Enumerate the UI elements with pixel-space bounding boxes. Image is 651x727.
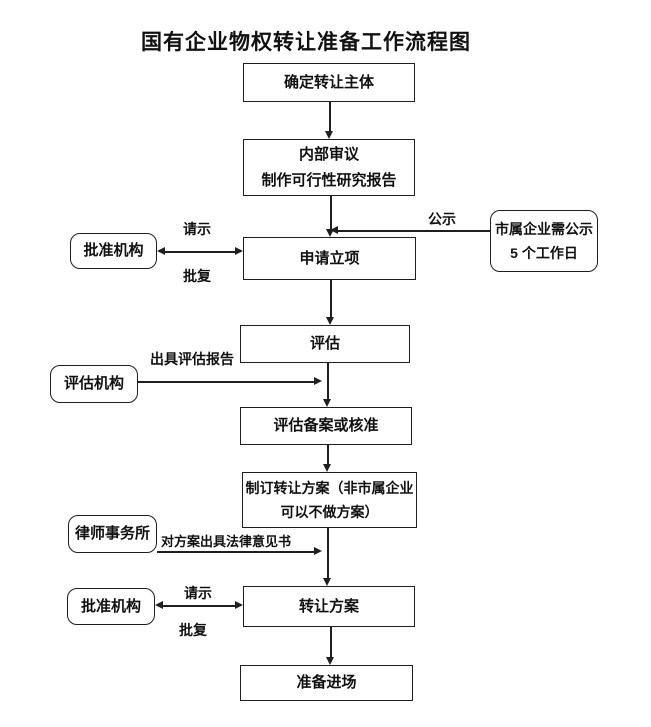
arrowhead-right-icon [235, 247, 243, 255]
flow-step-internal-review: 内部审议 制作可行性研究报告 [243, 139, 415, 196]
flow-step-line-1: 内部审议 [298, 146, 359, 164]
flow-step-determine-transfer-subject: 确定转让主体 [243, 63, 415, 102]
connector-step6-step7 [327, 528, 329, 579]
arrowhead-down-icon [326, 317, 334, 325]
edge-label-publicity: 公示 [428, 211, 456, 227]
side-box-line-1: 市属企业需公示 [495, 220, 593, 237]
edge-label-evaluation-report: 出具评估报告 [150, 351, 234, 367]
flow-step-line-1: 制订转让方案（非市属企业 [245, 480, 414, 497]
connector-step2-step3 [330, 196, 332, 230]
connector-law-firm-flow [157, 551, 315, 553]
edge-label-request-1: 请示 [183, 221, 211, 237]
flow-step-draft-transfer-plan: 制订转让方案（非市属企业 可以不做方案） [242, 472, 417, 528]
side-box-line-2: 5 个工作日 [510, 245, 578, 261]
page-title: 国有企业物权转让准备工作流程图 [141, 31, 471, 54]
flow-step-transfer-plan: 转让方案 [243, 586, 415, 627]
connector-step5-step6 [327, 445, 329, 465]
connector-publicity-step3 [337, 230, 490, 232]
side-box-approval-agency-2: 批准机构 [67, 588, 155, 625]
arrowhead-down-icon [326, 657, 334, 665]
flow-step-prepare-entry: 准备进场 [240, 665, 413, 701]
connector-step7-step8 [330, 627, 332, 658]
arrowhead-down-icon [323, 399, 331, 407]
connector-step1-step2 [329, 102, 331, 132]
connector-step3-step4 [330, 280, 332, 318]
side-box-evaluation-agency: 评估机构 [50, 365, 138, 403]
arrowhead-down-icon [325, 131, 333, 139]
arrowhead-left-icon [155, 601, 163, 609]
side-box-publicity-note: 市属企业需公示 5 个工作日 [490, 210, 598, 272]
flow-step-line-2: 可以不做方案） [280, 503, 379, 520]
arrowhead-down-icon [323, 578, 331, 586]
connector-step4-step5 [327, 363, 329, 400]
side-box-approval-agency-1: 批准机构 [70, 233, 157, 269]
arrowhead-right-icon [235, 601, 243, 609]
flow-step-line-2: 制作可行性研究报告 [261, 171, 397, 189]
side-box-law-firm: 律师事务所 [68, 515, 157, 553]
arrowhead-right-icon [314, 547, 322, 555]
connector-approval2-step7 [163, 605, 236, 607]
flow-step-evaluation-filing-or-approval: 评估备案或核准 [240, 407, 412, 445]
arrowhead-right-icon [314, 377, 322, 385]
arrowhead-left-icon [157, 247, 165, 255]
connector-approval1-step3 [164, 251, 236, 253]
flow-step-evaluation: 评估 [240, 325, 410, 363]
flow-step-apply-for-project: 申请立项 [243, 237, 416, 280]
arrowhead-left-icon [330, 226, 338, 234]
arrowhead-down-icon [323, 464, 331, 472]
edge-label-reply-2: 批复 [179, 622, 207, 638]
connector-evaluation-agency-flow [138, 381, 315, 383]
edge-label-reply-1: 批复 [183, 268, 211, 284]
edge-label-legal-opinion: 对方案出具法律意见书 [161, 534, 292, 549]
edge-label-request-2: 请示 [184, 585, 212, 601]
